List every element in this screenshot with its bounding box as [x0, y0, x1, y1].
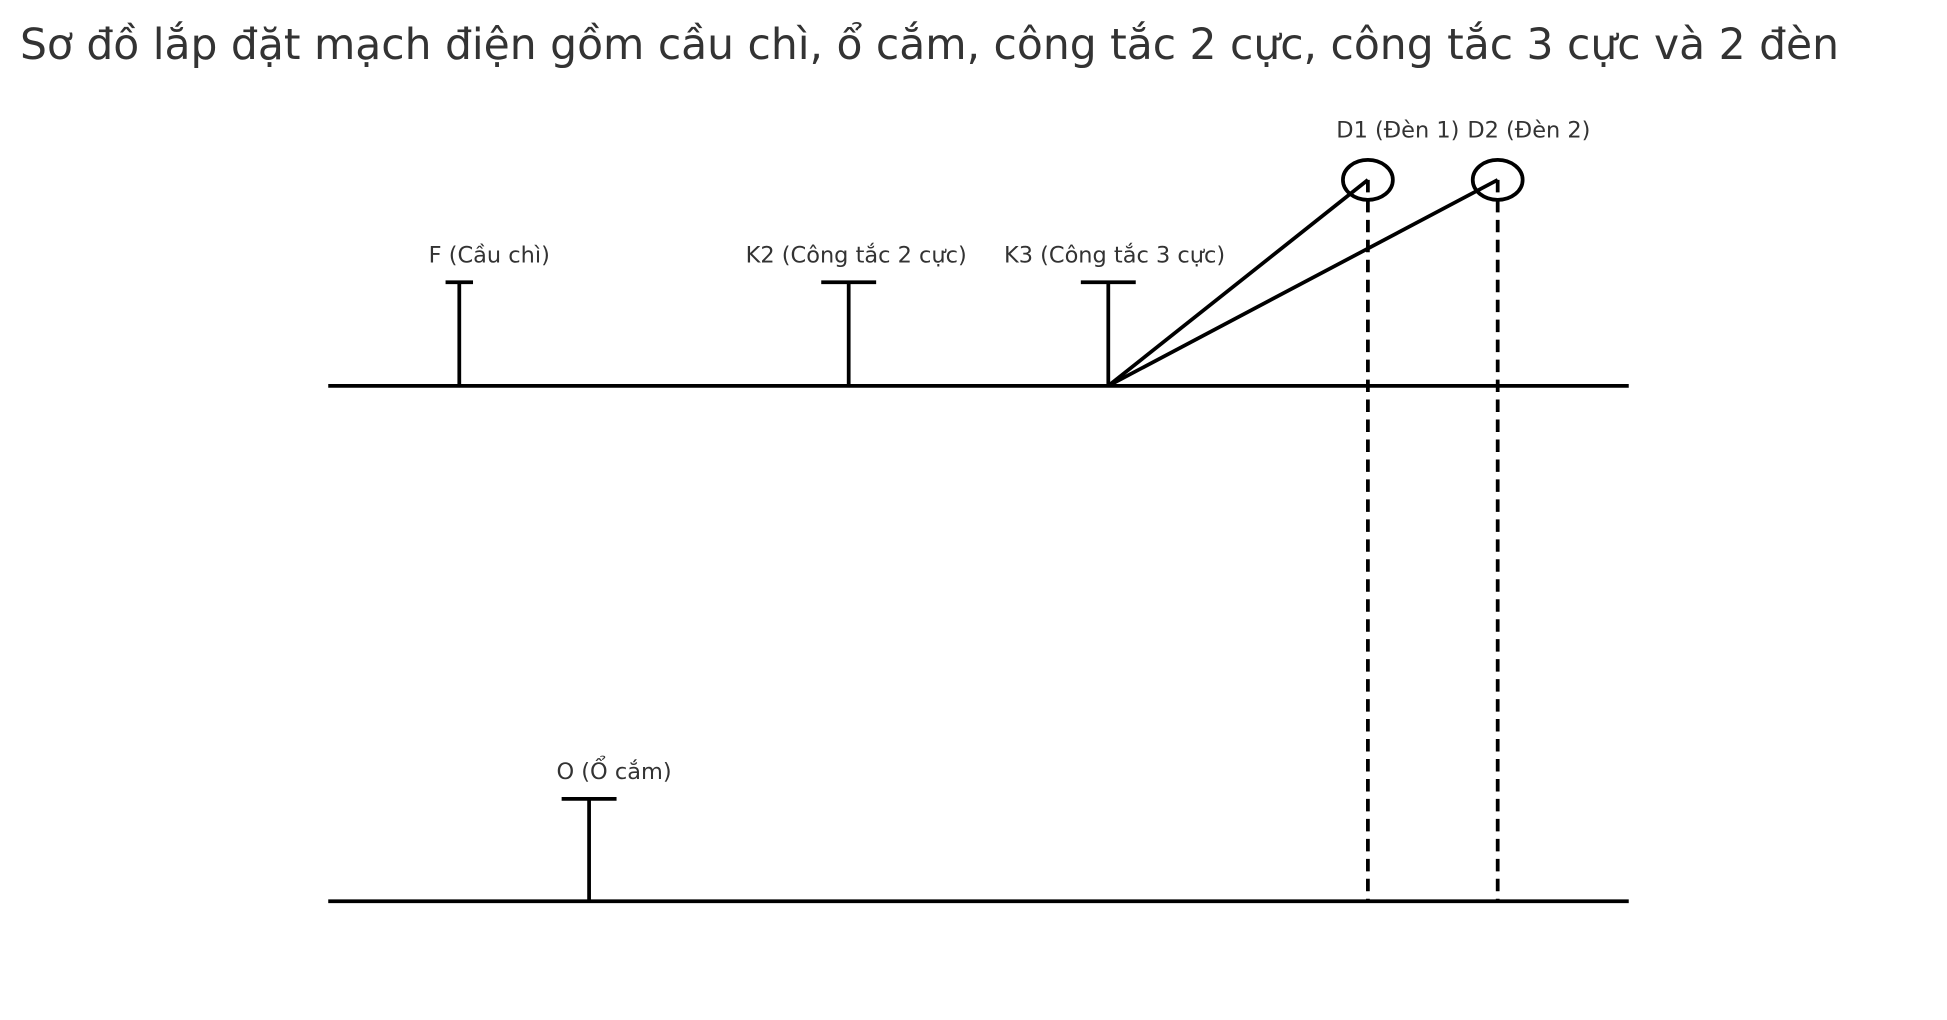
fuse-label: F (Cầu chì) [429, 242, 550, 268]
switch2-label: K2 (Công tắc 2 cực) [746, 241, 967, 268]
switch-3-pole: K3 (Công tắc 3 cực) [1004, 241, 1225, 386]
lamp1-label: D1 (Đèn 1) [1336, 117, 1459, 143]
lamp-2: D2 (Đèn 2) [1467, 117, 1590, 902]
switch3-label: K3 (Công tắc 3 cực) [1004, 241, 1225, 268]
outlet: O (Ổ cắm) [556, 754, 672, 902]
outlet-label: O (Ổ cắm) [556, 754, 671, 785]
lamp-1: D1 (Đèn 1) [1336, 117, 1459, 902]
wire-to-lamp2 [1107, 178, 1499, 388]
switch-2-pole: K2 (Công tắc 2 cực) [746, 241, 967, 386]
wire-to-lamp1 [1107, 178, 1370, 388]
diagram-title: Sơ đồ lắp đặt mạch điện gồm cầu chì, ổ c… [20, 21, 1839, 70]
lamp2-label: D2 (Đèn 2) [1467, 117, 1590, 143]
fuse: F (Cầu chì) [429, 242, 550, 386]
